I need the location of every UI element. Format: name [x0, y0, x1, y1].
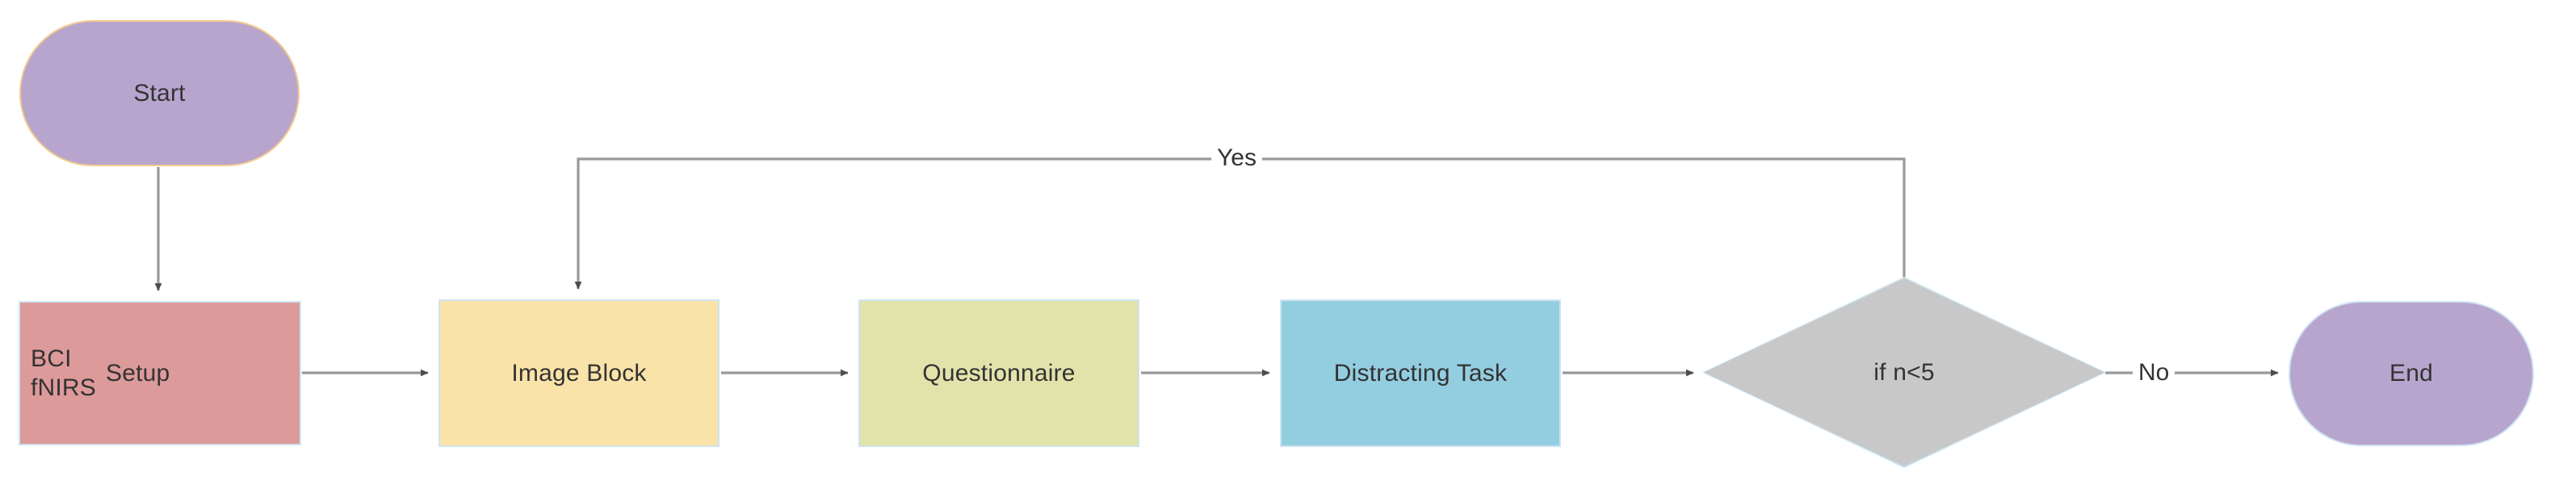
node-distracting-task-label: Distracting Task	[1333, 359, 1508, 387]
node-questionnaire-label: Questionnaire	[922, 359, 1076, 387]
node-decision-if-n-lt-5[interactable]: if n<5	[1702, 277, 2106, 468]
node-setup-label-line1: BCI	[31, 345, 72, 373]
node-questionnaire[interactable]: Questionnaire	[858, 299, 1139, 447]
node-start[interactable]: Start	[19, 20, 300, 166]
node-image-block-label: Image Block	[511, 359, 647, 387]
node-start-label: Start	[133, 79, 186, 107]
node-bci-fnirs-setup[interactable]: BCI fNIRS Setup	[19, 301, 301, 445]
node-end[interactable]: End	[2289, 301, 2534, 446]
node-setup-label-stack: BCI fNIRS	[31, 345, 96, 402]
edge-label-yes: Yes	[1211, 146, 1262, 170]
node-end-label: End	[2389, 360, 2433, 387]
node-setup-label-line2: fNIRS	[31, 374, 97, 401]
node-setup-label-line3: Setup	[106, 359, 170, 387]
node-image-block[interactable]: Image Block	[438, 299, 720, 447]
node-decision-label: if n<5	[1873, 358, 1935, 386]
node-distracting-task[interactable]: Distracting Task	[1280, 299, 1561, 447]
node-setup-label-group: BCI fNIRS Setup	[31, 345, 170, 402]
edge-decision-to-image-yes	[574, 157, 1906, 290]
edge-label-no: No	[2133, 361, 2175, 385]
